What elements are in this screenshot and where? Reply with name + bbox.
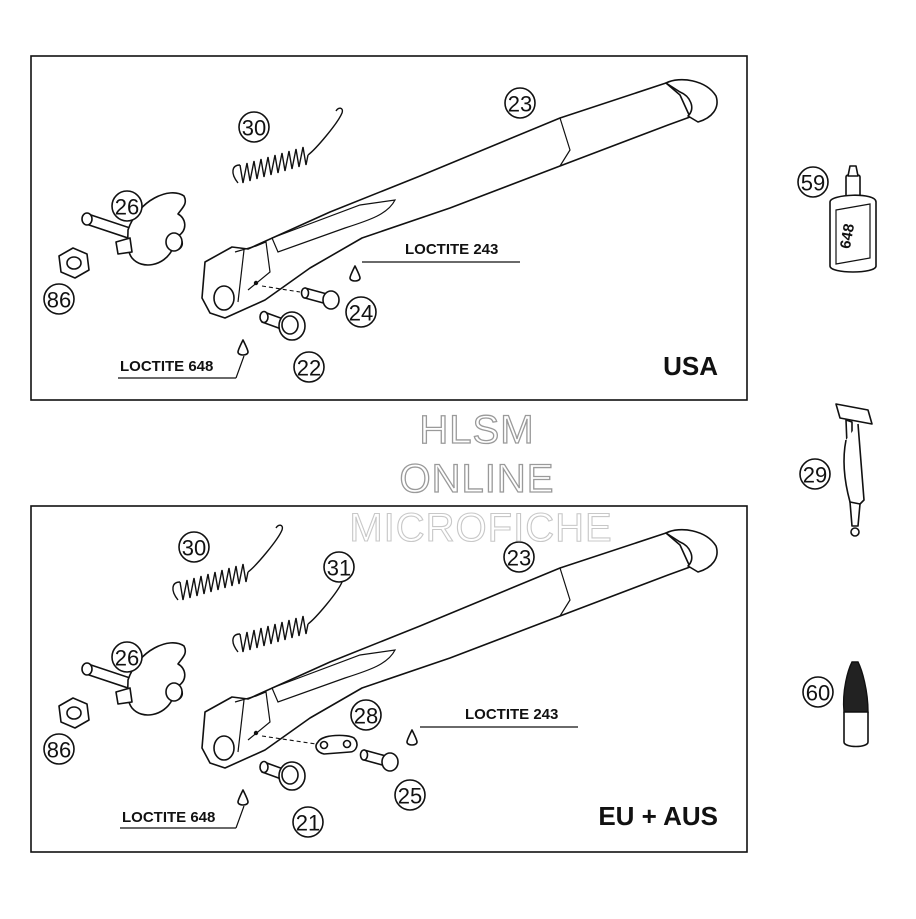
callout-30: 30: [238, 111, 270, 143]
assembly-line: [261, 735, 317, 745]
callout-31: 31: [323, 551, 355, 583]
side-stand-part-23: [201, 78, 718, 319]
svg-text:26: 26: [115, 195, 139, 220]
svg-text:24: 24: [349, 301, 373, 326]
svg-text:59: 59: [801, 171, 825, 196]
callout-23: 23: [503, 541, 535, 573]
callout-24: 24: [345, 296, 377, 328]
panel-eu-aus: LOCTITE 243 LOCTITE 648 30 31 23 26 86 2…: [30, 505, 748, 853]
spring-part-31: [232, 576, 344, 653]
svg-text:86: 86: [47, 738, 71, 763]
loctite-648-text: LOCTITE 648: [120, 358, 213, 375]
watermark: HLSM ONLINE MICROFICHE: [349, 407, 612, 550]
svg-text:23: 23: [508, 92, 532, 117]
svg-text:29: 29: [803, 463, 827, 488]
panel-frame: [30, 55, 748, 401]
svg-text:86: 86: [47, 288, 71, 313]
callout-86: 86: [43, 283, 75, 315]
callout-30: 30: [178, 531, 210, 563]
svg-text:26: 26: [115, 646, 139, 671]
callout-28: 28: [350, 699, 382, 731]
loctite-drop: [406, 729, 418, 746]
region-label-usa: USA: [663, 351, 718, 381]
loctite-tube-part-60: [842, 661, 869, 748]
callout-21: 21: [292, 806, 324, 838]
callout-23: 23: [504, 87, 536, 119]
callout-26: 26: [111, 641, 143, 673]
panel-frame: [30, 505, 748, 853]
side-stand-part-23: [201, 528, 718, 769]
svg-text:23: 23: [507, 546, 531, 571]
loctite-drop: [237, 339, 249, 356]
tool-part-29: [835, 403, 873, 537]
loctite-bottle-part-59: 648: [829, 165, 877, 273]
loctite-243-label: LOCTITE 243: [420, 706, 578, 728]
callout-86: 86: [43, 733, 75, 765]
svg-text:60: 60: [806, 681, 830, 706]
callout-25: 25: [394, 779, 426, 811]
callout-29: 29: [799, 458, 831, 490]
stop-screw-part-22: [259, 310, 306, 341]
watermark-line-2: ONLINE: [400, 457, 555, 501]
loctite-648-label: LOCTITE 648: [118, 355, 245, 379]
loctite-648-label: LOCTITE 648: [120, 805, 245, 829]
loctite-648-text: LOCTITE 648: [122, 809, 215, 826]
callout-26: 26: [111, 190, 143, 222]
nut-part-86: [58, 247, 90, 279]
bolt-part-24: [300, 287, 340, 310]
plate-part-28: [315, 734, 358, 755]
svg-text:31: 31: [327, 556, 351, 581]
loctite-243-text: LOCTITE 243: [405, 241, 498, 258]
watermark-line-1: HLSM: [419, 408, 534, 452]
watermark-line-3: MICROFICHE: [349, 506, 612, 550]
svg-text:30: 30: [242, 116, 266, 141]
stop-screw-part-21: [259, 760, 306, 791]
region-label-eu-aus: EU + AUS: [598, 801, 718, 831]
loctite-drop: [349, 265, 361, 282]
callout-22: 22: [293, 351, 325, 383]
svg-text:25: 25: [398, 784, 422, 809]
loctite-drop: [237, 789, 249, 806]
bolt-part-25: [359, 749, 399, 772]
svg-text:30: 30: [182, 536, 206, 561]
loctite-243-label: LOCTITE 243: [362, 241, 520, 263]
loctite-243-text: LOCTITE 243: [465, 706, 558, 723]
svg-text:21: 21: [296, 811, 320, 836]
callout-60: 60: [802, 676, 834, 708]
panel-usa: LOCTITE 243 LOCTITE 648 30 23 26 86 24 2…: [30, 55, 748, 401]
callout-59: 59: [797, 166, 829, 198]
svg-text:28: 28: [354, 704, 378, 729]
svg-text:22: 22: [297, 356, 321, 381]
nut-part-86: [58, 697, 90, 729]
bottle-label-text: 648: [837, 222, 858, 250]
